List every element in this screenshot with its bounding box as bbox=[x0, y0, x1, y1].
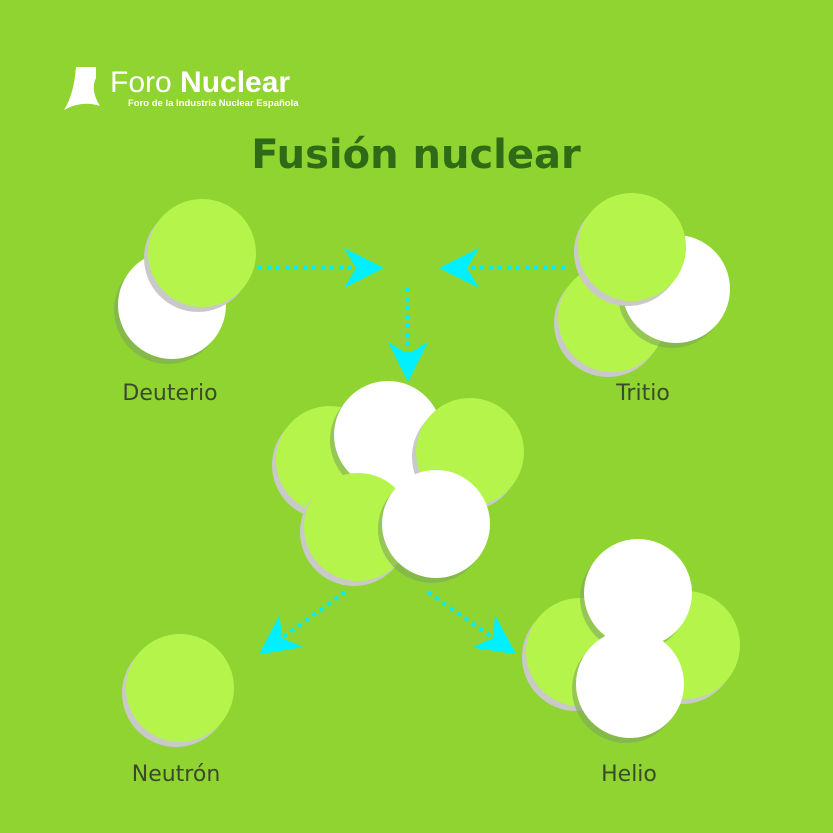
green-particle bbox=[148, 199, 256, 307]
page-title: Fusión nuclear bbox=[251, 132, 581, 178]
green-particle bbox=[126, 634, 234, 742]
arrow-helio bbox=[426, 590, 517, 655]
cooling-tower-icon bbox=[64, 67, 100, 110]
label-neutron: Neutrón bbox=[131, 762, 221, 787]
logo-subtitle: Foro de la Industria Nuclear Española bbox=[128, 98, 299, 109]
green-particle bbox=[578, 193, 686, 301]
white-particle bbox=[576, 630, 684, 738]
logo-name: Foro Nuclear bbox=[110, 66, 291, 99]
white-particle bbox=[382, 470, 490, 578]
label-tritio: Tritio bbox=[616, 381, 670, 406]
label-helio: Helio bbox=[601, 762, 657, 787]
white-particle bbox=[584, 539, 692, 647]
label-deuterio: Deuterio bbox=[122, 381, 218, 406]
arrow-neutron bbox=[259, 590, 347, 655]
